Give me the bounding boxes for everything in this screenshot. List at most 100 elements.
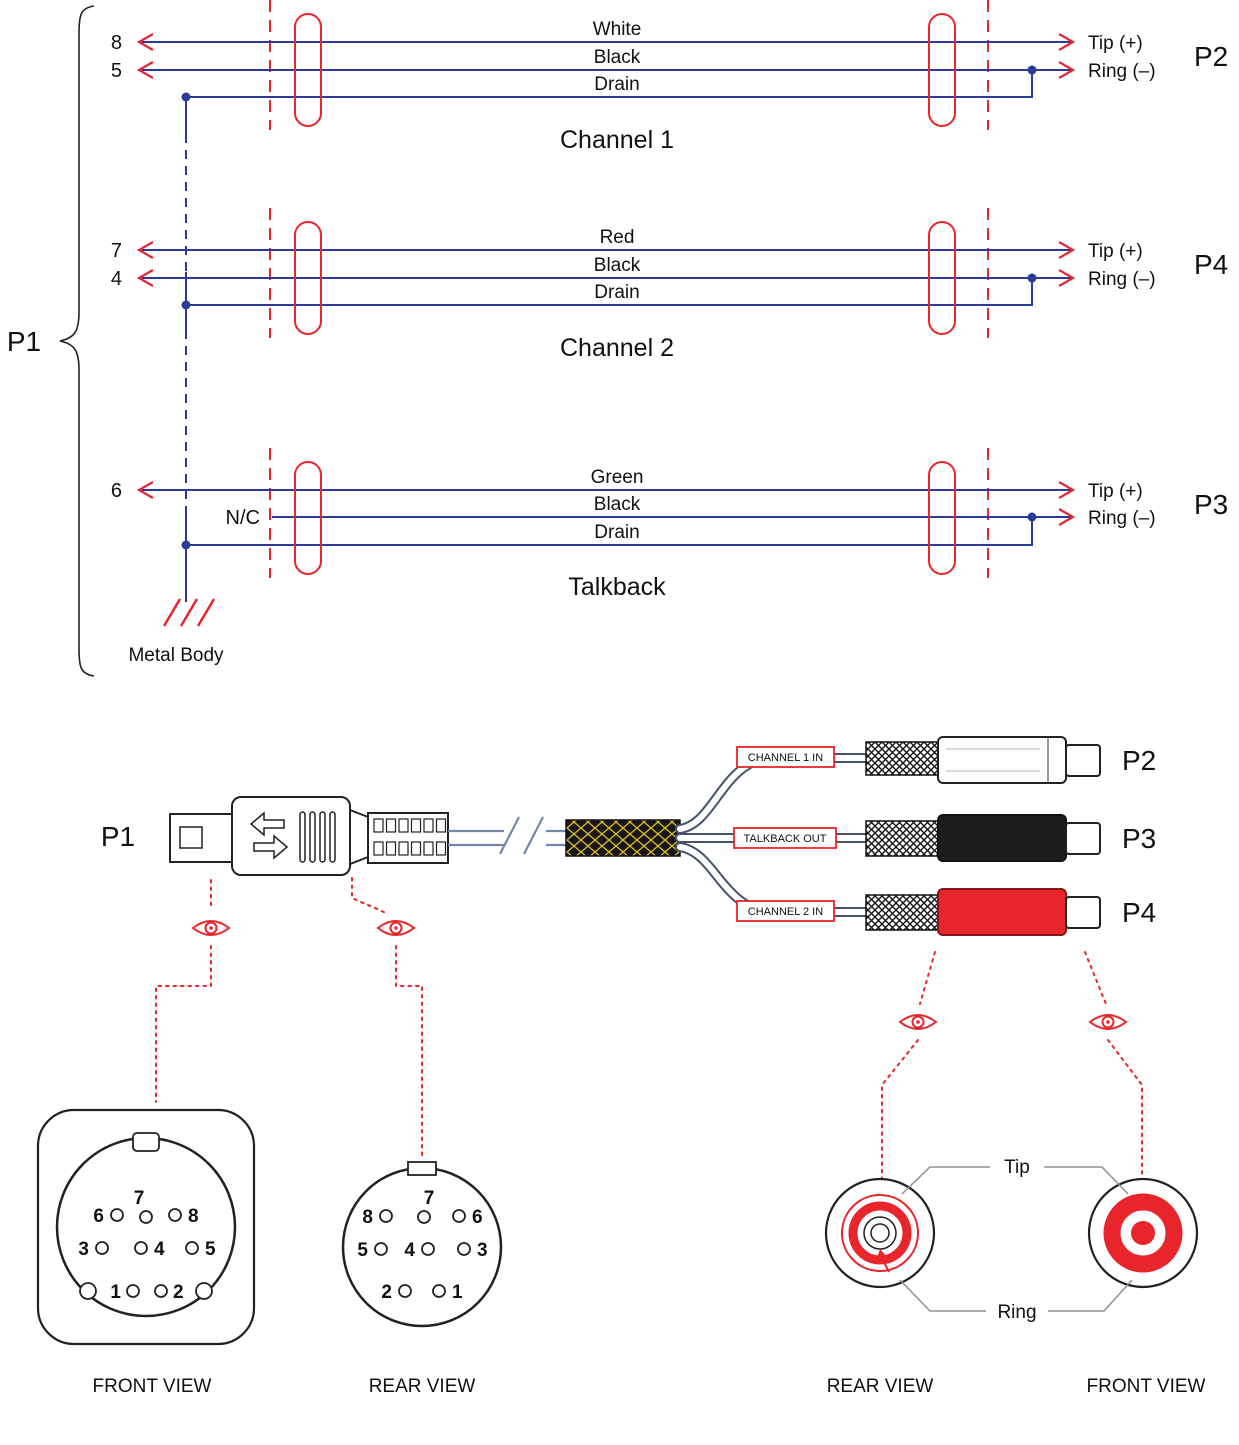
views-section: 6 7 8 3 4 5 1 2 FRONT VIEW 8 7 6 5 4 3 (36, 1108, 1206, 1397)
tb-drain-wire (186, 517, 1033, 546)
plug-grip-ridges (299, 811, 336, 863)
ch2-ring-label: Ring (–) (1088, 269, 1156, 290)
shield-capsule (294, 13, 322, 127)
channel2-group: 7 4 Red Black Drain Tip (+) Ring (–) P4 … (111, 208, 1228, 362)
pin-number: 3 (477, 1240, 488, 1261)
rca-front-ring (1103, 1193, 1183, 1273)
rca-rear-view: REAR VIEW (824, 1177, 936, 1397)
tag-box (736, 900, 835, 922)
rca-p3-connector (937, 814, 1101, 862)
eye-icon (1089, 1014, 1127, 1030)
tb-wire-mid-label: Black (594, 494, 641, 515)
tb-connector-label: P3 (1194, 489, 1228, 520)
tag-box (733, 827, 837, 849)
pin-number: 6 (472, 1207, 483, 1228)
ch1-pin-top: 8 (111, 32, 122, 54)
din-rear-pins (374, 1209, 471, 1298)
plug-keyway (179, 826, 203, 849)
rca-rear-ring-contact (848, 1201, 912, 1265)
pin-number: 4 (404, 1240, 415, 1261)
tb-drain-label: Drain (594, 522, 639, 543)
arrow-left-icon (136, 33, 154, 51)
p1-cable-label: P1 (101, 821, 135, 852)
junction-dot (1027, 273, 1037, 283)
tip-callout-label: Tip (1004, 1157, 1030, 1178)
rca-rear-pointer-icon (877, 1249, 890, 1273)
din-rear-view: 8 7 6 5 4 3 2 1 REAR VIEW (341, 1161, 503, 1397)
pin-number: 7 (134, 1188, 145, 1209)
shield-capsule (928, 461, 956, 575)
din-front-caption: FRONT VIEW (93, 1376, 212, 1397)
din-front-pins (95, 1208, 199, 1298)
arrow-left-icon (136, 241, 154, 259)
arrow-right-icon (1058, 33, 1076, 51)
orientation-arrow-icon (249, 811, 285, 837)
din-rear-notch (407, 1161, 437, 1176)
p1-schematic-label: P1 (7, 326, 41, 357)
junction-dot (1027, 512, 1037, 522)
cable-break-icon (523, 816, 544, 855)
ch1-ring-label: Ring (–) (1088, 61, 1156, 82)
tb-tip-label: Tip (+) (1088, 481, 1143, 502)
pin-number: 8 (188, 1206, 199, 1227)
tb-pin-top: 6 (111, 480, 122, 502)
din-guide-notch (79, 1282, 97, 1300)
pin-number: 5 (205, 1239, 216, 1260)
minidin-plug (169, 796, 449, 876)
arrow-right-icon (1058, 269, 1076, 287)
plug-neck (349, 808, 369, 866)
pin-number: 4 (154, 1239, 165, 1260)
ch1-tip-label: Tip (+) (1088, 33, 1143, 54)
braid-collars (865, 741, 939, 931)
ch2-wire-mid-label: Black (594, 255, 641, 276)
ch2-drain-wire (186, 278, 1033, 306)
shield-capsule (294, 461, 322, 575)
rca-front-caption: FRONT VIEW (1087, 1376, 1206, 1397)
cable-drawing-section: P1 (101, 736, 1156, 1179)
tb-title: Talkback (568, 573, 666, 601)
ch2-drain-label: Drain (594, 282, 639, 303)
plug-body (231, 796, 351, 876)
ring-callout-label: Ring (997, 1302, 1036, 1323)
rca-p4-connector (937, 888, 1101, 936)
ch1-connector-label: P2 (1194, 41, 1228, 72)
chassis-ground-icon (162, 598, 216, 627)
p2-cable-label: P2 (1122, 745, 1156, 776)
pin-number: 5 (357, 1240, 368, 1261)
pin-number: 8 (362, 1207, 373, 1228)
rca-p2-connector (937, 736, 1101, 784)
ch2-wire-top-label: Red (600, 227, 635, 248)
channel1-in-tag: CHANNEL 1 IN (748, 752, 823, 764)
metal-body-label: Metal Body (128, 645, 224, 666)
cable-break-icon (499, 816, 520, 855)
pin-number: 2 (381, 1282, 392, 1303)
rca-rear-caption: REAR VIEW (827, 1376, 934, 1397)
p4-cable-label: P4 (1122, 897, 1156, 928)
arrow-left-icon (136, 269, 154, 287)
junction-dot (1027, 65, 1037, 75)
main-cable (448, 816, 566, 855)
talkback-group: 6 N/C Green Black Drain Tip (+) Ring (–)… (111, 448, 1228, 601)
branch-tags: CHANNEL 1 IN TALKBACK OUT CHANNEL 2 IN (733, 746, 837, 922)
ch1-drain-wire (186, 70, 1033, 98)
arrow-right-icon (1058, 481, 1076, 499)
eye-icon (899, 1014, 937, 1030)
shield-capsule (928, 221, 956, 335)
ch2-tip-label: Tip (+) (1088, 241, 1143, 262)
eye-icon (377, 920, 415, 936)
tb-nc-label: N/C (226, 507, 260, 529)
strain-relief-segments (373, 818, 447, 856)
tag-box (736, 746, 835, 768)
ch2-title: Channel 2 (560, 334, 674, 362)
rca-rear-ring-outer (841, 1194, 919, 1272)
pin-number: 1 (452, 1282, 463, 1303)
talkback-out-tag: TALKBACK OUT (744, 833, 827, 845)
tb-wire-top-label: Green (591, 467, 644, 488)
din-key-notch (132, 1132, 160, 1152)
ch2-pin-mid: 4 (111, 268, 122, 290)
channel2-in-tag: CHANNEL 2 IN (748, 906, 823, 918)
pin-number: 3 (78, 1239, 89, 1260)
channel1-group: 8 5 White Black Drain Tip (+) Ring (–) P… (111, 0, 1228, 154)
